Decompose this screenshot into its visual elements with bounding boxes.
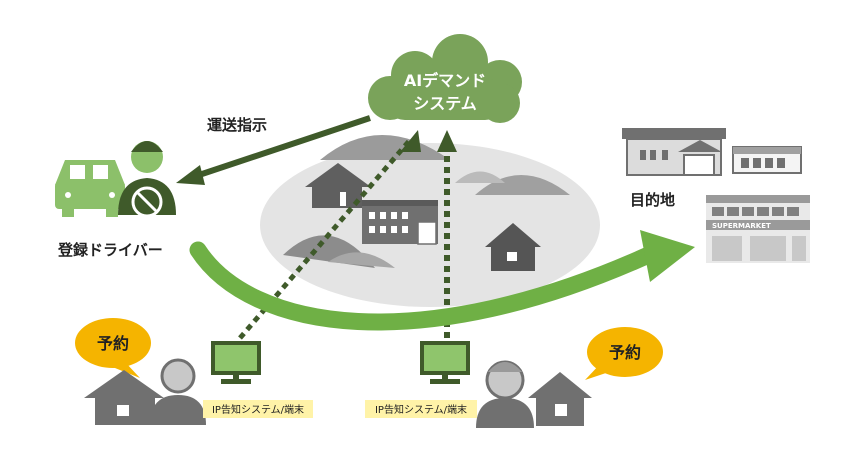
resident-house-icon [528, 372, 592, 426]
dispatch-label: 運送指示 [207, 116, 267, 134]
terminal-left-label-box [203, 400, 313, 418]
reservation-bubble-right: 予約 [585, 327, 663, 380]
cloud-title-line1: AIデマンド [404, 71, 486, 90]
reservation-bubble-left: 予約 [75, 318, 151, 378]
terminal-right-label-box [365, 400, 477, 418]
resident-person-icon [476, 360, 534, 428]
resident-house-icon [84, 370, 164, 425]
cloud-title-line2: システム [413, 94, 477, 113]
terminal-right-icon [420, 341, 470, 384]
supermarket-icon: SUPERMARKET [706, 195, 810, 263]
resident-person-icon [150, 358, 206, 425]
reservation-right-text: 予約 [609, 343, 641, 362]
request-line-left [238, 130, 421, 340]
driver-car-icon [55, 160, 125, 217]
terminal-right-label: IP告知システム/端末 [375, 403, 467, 416]
supermarket-sign: SUPERMARKET [712, 222, 771, 230]
driver-label: 登録ドライバー [57, 241, 163, 259]
town-building-icon [362, 200, 438, 245]
town-house-icon [485, 223, 541, 271]
ai-demand-cloud: AIデマンド システム [368, 34, 522, 123]
route-arrow [189, 230, 695, 331]
town-house-icon [305, 163, 371, 208]
request-line-right [437, 130, 457, 338]
terminal-left-icon [211, 341, 261, 384]
driver-person-icon [118, 141, 176, 218]
destination-house-icon [622, 128, 726, 176]
destination-shop-icon [732, 146, 802, 174]
dispatch-arrow [176, 115, 371, 185]
terminal-left-label: IP告知システム/端末 [212, 403, 304, 416]
reservation-left-text: 予約 [97, 334, 129, 353]
destination-label: 目的地 [630, 191, 675, 209]
